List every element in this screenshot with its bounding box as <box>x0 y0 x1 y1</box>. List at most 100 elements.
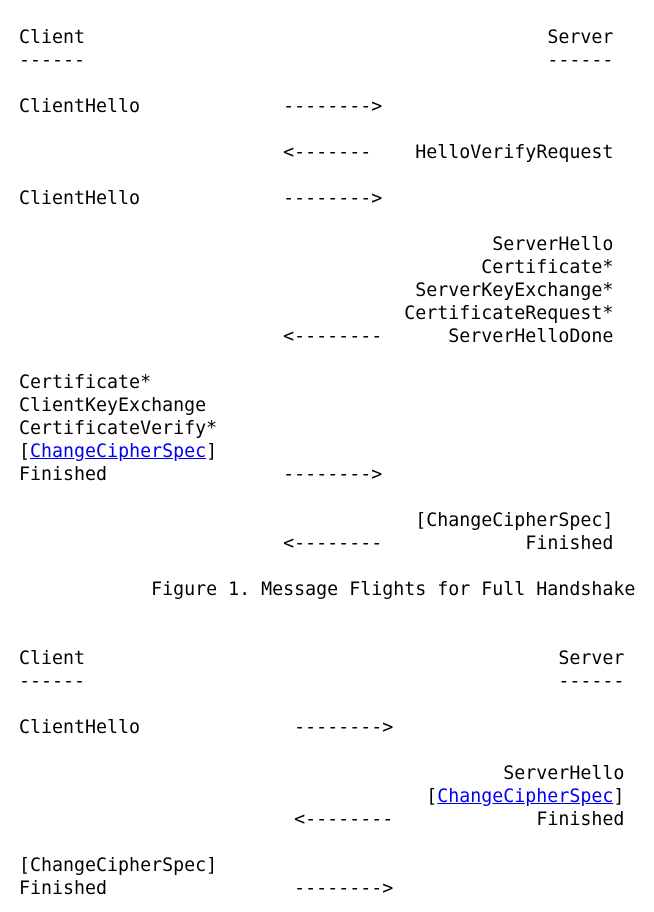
server-flight-certificaterequest: CertificateRequest* <box>19 302 654 325</box>
arrow-left: <-------- <box>294 809 394 830</box>
client-flight-certificate: Certificate* <box>19 371 654 394</box>
client-underline: ------ <box>19 50 86 71</box>
server-flight-changecipherspec: [ChangeCipherSpec] <box>19 509 654 532</box>
column-headers: Client Server <box>19 26 654 49</box>
spacer <box>393 809 536 830</box>
blank-line <box>19 693 654 716</box>
message-serverhello: ServerHello <box>503 763 625 784</box>
arrow-left: <-------- <box>283 533 383 554</box>
spacer <box>85 50 547 71</box>
message-changecipherspec: [ChangeCipherSpec] <box>415 510 614 531</box>
server-flight-serverhello: ServerHello <box>19 233 654 256</box>
spacer <box>19 786 426 807</box>
column-underlines: ------ ------ <box>19 670 654 693</box>
bracket-close: ] <box>206 441 218 462</box>
figure-2-session-resuming-handshake: Client Server------ ------ClientHello --… <box>19 647 654 900</box>
spacer <box>19 510 415 531</box>
arrow-right: --------> <box>283 188 383 209</box>
message-clienthello: ClientHello <box>19 717 141 738</box>
spacer <box>19 303 404 324</box>
figure-1-full-handshake: Client Server------ ------ClientHello --… <box>19 26 654 601</box>
blank-line <box>19 486 654 509</box>
spacer <box>19 809 294 830</box>
message-helloverifyrequest: HelloVerifyRequest <box>415 142 614 163</box>
spacer <box>85 648 558 669</box>
flight-clienthello: ClientHello --------> <box>19 716 654 739</box>
client-underline: ------ <box>19 671 86 692</box>
blank-line <box>19 118 654 141</box>
flight-helloverifyrequest: <------- HelloVerifyRequest <box>19 141 654 164</box>
blank-line <box>19 739 654 762</box>
client-flight-changecipherspec: [ChangeCipherSpec] <box>19 854 654 877</box>
spacer <box>19 257 481 278</box>
spacer <box>19 326 283 347</box>
bracket-open: [ <box>19 441 31 462</box>
arrow-right: --------> <box>294 717 394 738</box>
changecipherspec-link[interactable]: ChangeCipherSpec <box>437 786 614 807</box>
spacer <box>140 188 283 209</box>
arrow-right: --------> <box>283 96 383 117</box>
blank-line <box>19 348 654 371</box>
message-finished: Finished <box>19 464 108 485</box>
flight-clienthello-2: ClientHello --------> <box>19 187 654 210</box>
blank-line <box>19 210 654 233</box>
client-flight-finished: Finished --------> <box>19 463 654 486</box>
server-label: Server <box>547 27 614 48</box>
client-flight-clientkeyexchange: ClientKeyExchange <box>19 394 654 417</box>
message-finished: Finished <box>19 878 108 899</box>
server-flight-changecipherspec: [ChangeCipherSpec] <box>19 785 654 808</box>
figure-caption: Figure 1. Message Flights for Full Hands… <box>19 578 654 601</box>
column-underlines: ------ ------ <box>19 49 654 72</box>
blank-line <box>19 555 654 578</box>
caption-text: Figure 1. Message Flights for Full Hands… <box>151 579 636 600</box>
message-clientkeyexchange: ClientKeyExchange <box>19 395 207 416</box>
server-underline: ------ <box>558 671 625 692</box>
column-headers: Client Server <box>19 647 654 670</box>
arrow-right: --------> <box>294 878 394 899</box>
flight-clienthello-1: ClientHello --------> <box>19 95 654 118</box>
message-certificateverify: CertificateVerify* <box>19 418 218 439</box>
message-serverhellodone: ServerHelloDone <box>448 326 614 347</box>
message-finished: Finished <box>525 533 614 554</box>
spacer <box>19 142 283 163</box>
message-serverkeyexchange: ServerKeyExchange* <box>415 280 614 301</box>
blank-line <box>19 831 654 854</box>
spacer <box>371 142 415 163</box>
message-clienthello: ClientHello <box>19 188 141 209</box>
client-flight-changecipherspec: [ChangeCipherSpec] <box>19 440 654 463</box>
spacer <box>85 671 558 692</box>
client-flight-certificateverify: CertificateVerify* <box>19 417 654 440</box>
bracket-open: [ <box>426 786 438 807</box>
server-flight-serverhellodone: <-------- ServerHelloDone <box>19 325 654 348</box>
server-flight-serverkeyexchange: ServerKeyExchange* <box>19 279 654 302</box>
spacer <box>19 579 151 600</box>
message-finished: Finished <box>536 809 625 830</box>
client-flight-finished: Finished --------> <box>19 877 654 900</box>
message-changecipherspec: [ChangeCipherSpec] <box>19 855 218 876</box>
spacer <box>140 96 283 117</box>
changecipherspec-link[interactable]: ChangeCipherSpec <box>30 441 207 462</box>
bracket-close: ] <box>613 786 625 807</box>
client-label: Client <box>19 27 86 48</box>
message-certificaterequest: CertificateRequest* <box>404 303 614 324</box>
server-flight-finished: <-------- Finished <box>19 808 654 831</box>
spacer <box>382 533 525 554</box>
spacer <box>19 234 492 255</box>
message-clienthello: ClientHello <box>19 96 141 117</box>
spacer <box>107 464 283 485</box>
spacer <box>19 763 503 784</box>
client-label: Client <box>19 648 86 669</box>
blank-line <box>19 164 654 187</box>
message-certificate: Certificate* <box>481 257 614 278</box>
spacer <box>19 533 283 554</box>
server-flight-serverhello: ServerHello <box>19 762 654 785</box>
spacer <box>85 27 547 48</box>
server-label: Server <box>558 648 625 669</box>
arrow-left: <-------- <box>283 326 383 347</box>
spacer <box>19 280 415 301</box>
arrow-right: --------> <box>283 464 383 485</box>
server-flight-certificate: Certificate* <box>19 256 654 279</box>
server-underline: ------ <box>547 50 614 71</box>
message-serverhello: ServerHello <box>492 234 614 255</box>
